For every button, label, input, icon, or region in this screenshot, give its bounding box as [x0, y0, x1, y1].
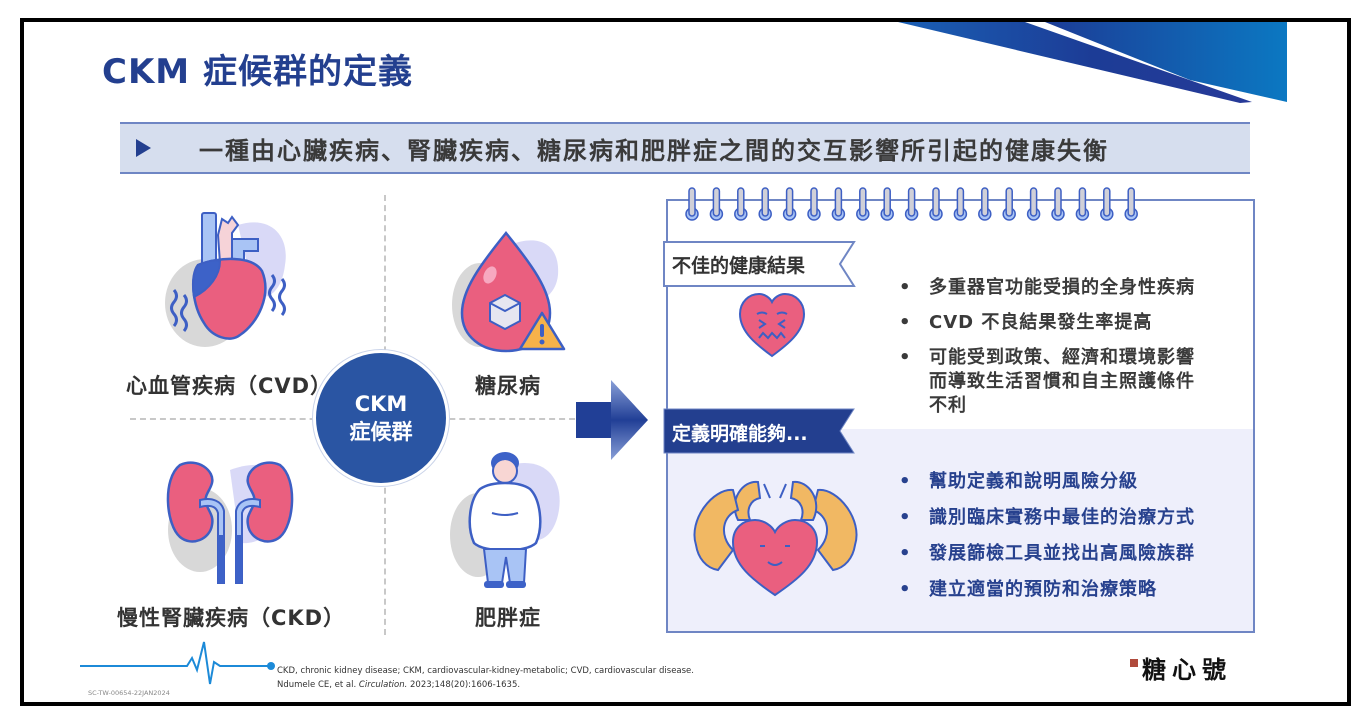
spiral-ring — [758, 187, 772, 221]
brand-logo: 糖心號 — [1130, 650, 1232, 685]
quadrant-label-diabetes: 糖尿病 — [475, 374, 541, 398]
right-arrow-icon — [576, 380, 648, 460]
outcomes-bullet-list: 多重器官功能受損的全身性疾病 CVD 不良結果發生率提高 可能受到政策、經濟和環… — [897, 276, 1237, 429]
footnote: CKD, chronic kidney disease; CKM, cardio… — [277, 664, 694, 692]
outcomes-tag-text: 不佳的健康結果 — [672, 255, 806, 277]
center-line1: CKM — [354, 392, 408, 416]
spiral-ring — [856, 187, 870, 221]
spiral-rings — [685, 187, 1138, 221]
ecg-line-icon — [80, 641, 275, 685]
citation-journal: Circulation. — [358, 680, 408, 690]
benefit-item: 發展篩檢工具並找出高風險族群 — [897, 542, 1237, 566]
banner-stripe-right — [1045, 22, 1287, 102]
distressed-heart-icon — [738, 292, 806, 358]
spiral-ring — [734, 187, 748, 221]
citation-details: 2023;148(20):1606-1635. — [407, 680, 521, 690]
spiral-ring — [807, 187, 821, 221]
obese-person-icon — [450, 452, 560, 588]
document-code: SC-TW-00654-22JAN2024 — [88, 689, 170, 697]
logo-text: 糖心號 — [1142, 655, 1232, 684]
quadrant-label-obesity: 肥胖症 — [475, 606, 541, 630]
kidneys-icon — [166, 461, 294, 584]
spiral-ring — [1075, 187, 1090, 221]
spiral-ring — [709, 187, 724, 221]
outcome-item: 多重器官功能受損的全身性疾病 — [897, 276, 1237, 300]
spiral-ring — [831, 187, 846, 221]
outcome-item: 可能受到政策、經濟和環境影響而導致生活習慣和自主照護條件不利 — [897, 346, 1199, 418]
spiral-ring — [1002, 187, 1016, 221]
center-line2: 症候群 — [349, 420, 413, 444]
spiral-ring — [880, 187, 894, 221]
quadrant-label-ckd: 慢性腎臟疾病（CKD） — [117, 606, 346, 630]
heart-organ-icon — [165, 212, 286, 347]
decorative-banner — [898, 22, 1287, 103]
spiral-ring — [904, 187, 919, 221]
spiral-ring — [782, 187, 797, 221]
spiral-ring — [953, 187, 968, 221]
blood-drop-sugar-warning-icon — [452, 231, 566, 353]
benefit-item: 建立適當的預防和治療策略 — [897, 578, 1237, 602]
benefits-tag-text: 定義明確能夠... — [672, 423, 808, 445]
subtitle-text: 一種由心臟疾病、腎臟疾病、糖尿病和肥胖症之間的交互影響所引起的健康失衡 — [199, 136, 1109, 165]
citation: Ndumele CE, et al. Circulation. 2023;148… — [277, 678, 694, 692]
benefit-item: 幫助定義和說明風險分級 — [897, 470, 1237, 494]
triangle-play-icon — [136, 139, 151, 157]
spiral-ring — [929, 187, 943, 221]
spiral-ring — [978, 187, 992, 221]
page-title: CKM 症候群的定義 — [102, 52, 413, 92]
benefit-item: 識別臨床實務中最佳的治療方式 — [897, 506, 1237, 530]
outcomes-tag — [663, 241, 856, 287]
spiral-ring — [1026, 187, 1041, 221]
spiral-ring — [685, 187, 699, 221]
strong-heart-icon — [693, 480, 858, 597]
abbreviations-text: CKD, chronic kidney disease; CKM, cardio… — [277, 666, 694, 676]
citation-authors: Ndumele CE, et al. — [277, 680, 359, 690]
seal-icon — [1130, 658, 1138, 667]
benefits-bullet-list: 幫助定義和說明風險分級 識別臨床實務中最佳的治療方式 發展篩檢工具並找出高風險族… — [897, 470, 1237, 614]
spiral-ring — [1051, 187, 1065, 221]
benefits-tag — [663, 408, 855, 454]
spiral-ring — [1124, 187, 1138, 221]
outcome-item: CVD 不良結果發生率提高 — [897, 311, 1237, 335]
quadrant-label-cvd: 心血管疾病（CVD） — [126, 374, 333, 398]
banner-stripe-left — [898, 22, 1252, 103]
spiral-ring — [1100, 187, 1114, 221]
ckm-center-badge: CKM 症候群 — [313, 350, 449, 486]
subtitle-bar: 一種由心臟疾病、腎臟疾病、糖尿病和肥胖症之間的交互影響所引起的健康失衡 — [120, 122, 1250, 174]
